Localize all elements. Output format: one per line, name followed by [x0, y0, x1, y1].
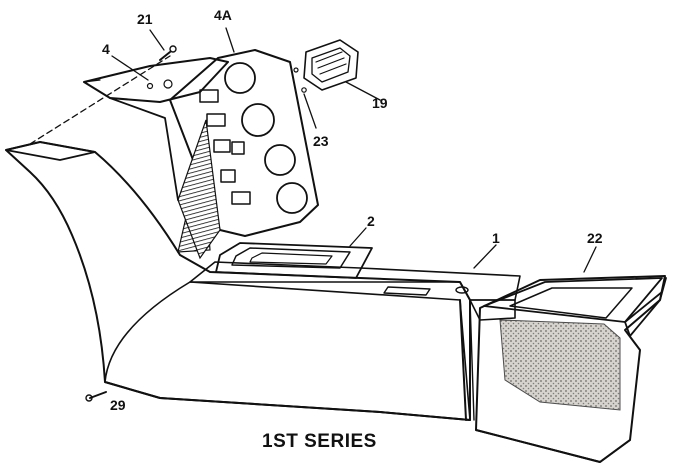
callout-21: 21	[137, 11, 153, 27]
diagram-caption: 1ST SERIES	[262, 431, 377, 452]
switch-openings	[199, 89, 251, 205]
screw-part-21	[159, 45, 177, 61]
shifter-bezel-part-2	[215, 242, 373, 279]
callout-4a: 4A	[214, 7, 232, 23]
storage-tray-part-22	[475, 275, 667, 463]
console-body-part-1	[5, 141, 521, 421]
callout-23: 23	[313, 133, 329, 149]
callout-29: 29	[110, 397, 126, 413]
callout-labels: 21 4A 4 19 23 2 1 22 29	[102, 7, 603, 413]
callout-19: 19	[372, 95, 388, 111]
leader-lines	[29, 27, 597, 273]
trim-panel-part-4	[83, 57, 229, 201]
screw-part-29	[85, 391, 107, 402]
gauge-openings	[224, 62, 308, 214]
callout-1: 1	[492, 230, 500, 246]
callout-4: 4	[102, 41, 110, 57]
switch-assembly-part-19	[293, 39, 359, 93]
callout-2: 2	[367, 213, 375, 229]
gauge-panel-part-4a	[169, 49, 319, 260]
callout-22: 22	[587, 230, 603, 246]
